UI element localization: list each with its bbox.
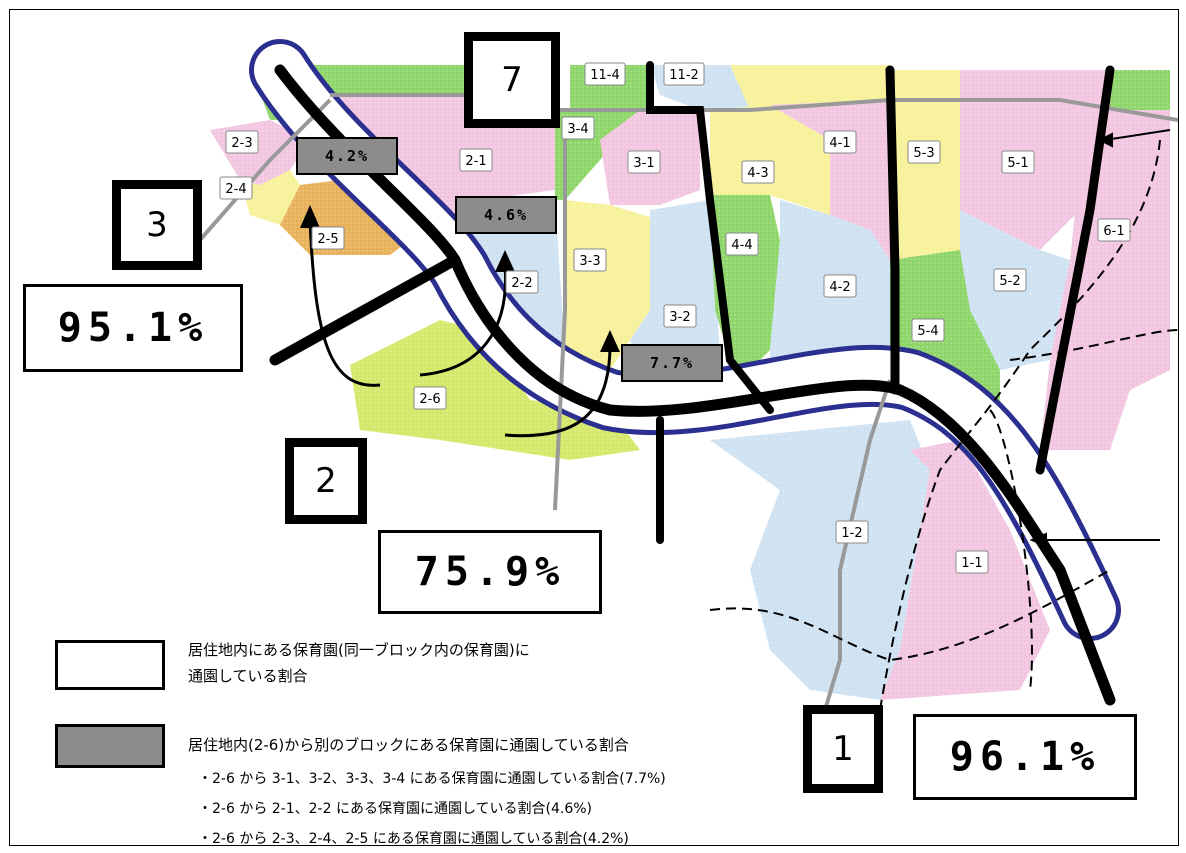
pct-7-7: 7.7% [621, 344, 723, 382]
flow-arrowheads [300, 205, 620, 352]
zone-label-5-4: 5-4 [911, 318, 945, 342]
zone-labels: 2-3 2-4 2-5 2-1 2-2 2-6 3-4 3-1 3-3 3-2 11-4 11-2 4-… [219, 62, 1131, 574]
zone-label-5-2: 5-2 [993, 268, 1027, 292]
legend-gray-text: 居住地内(2-6)から別のブロックにある保育園に通園している割合 [188, 736, 629, 754]
svg-text:3-2: 3-2 [669, 310, 690, 325]
svg-text:4-4: 4-4 [731, 238, 752, 253]
legend-white-text: 居住地内にある保育園(同一ブロック内の保育園)に 通園している割合 [188, 641, 530, 685]
zone-label-2-2: 2-2 [505, 270, 539, 294]
legend-white-swatch [55, 640, 165, 690]
zone-label-2-4: 2-4 [219, 176, 253, 200]
zone-label-4-1: 4-1 [823, 130, 857, 154]
block-boundaries [269, 61, 1116, 706]
zone-label-2-3: 2-3 [225, 130, 259, 154]
svg-text:6-1: 6-1 [1103, 224, 1124, 239]
block-7-label: 7 [464, 32, 560, 128]
zone-label-11-2: 11-2 [663, 62, 705, 86]
block-2-label: 2 [285, 438, 367, 524]
zone-label-2-5: 2-5 [311, 226, 345, 250]
zone-label-5-3: 5-3 [907, 140, 941, 164]
svg-text:5-3: 5-3 [913, 146, 934, 161]
svg-text:5-1: 5-1 [1007, 156, 1028, 171]
zone-label-2-6: 2-6 [413, 386, 447, 410]
arrow-to-2-5 [308, 219, 381, 387]
svg-text:3-1: 3-1 [633, 156, 654, 171]
svg-text:1-2: 1-2 [841, 526, 862, 541]
svg-text:1-1: 1-1 [961, 556, 982, 571]
legend-bullet-2: ・2-6 から 2-1、2-2 にある保育園に通園している割合(4.6%) [198, 801, 593, 817]
legend-bullet-3: ・2-6 から 2-3、2-4、2-5 にある保育園に通園している割合(4.2%… [198, 831, 629, 847]
svg-text:5-2: 5-2 [999, 274, 1020, 289]
arrow-to-2-2 [419, 264, 508, 377]
flow-arrows [308, 219, 612, 438]
zone-label-6-1: 6-1 [1097, 218, 1131, 242]
pct-75-9: 75.9% [378, 530, 602, 614]
svg-text:11-2: 11-2 [669, 68, 699, 83]
zone-label-1-2: 1-2 [835, 520, 869, 544]
svg-text:2-1: 2-1 [465, 154, 486, 169]
dashed-lines [709, 139, 1178, 711]
svg-text:5-4: 5-4 [917, 324, 938, 339]
zone-label-4-2: 4-2 [823, 274, 857, 298]
svg-text:3-4: 3-4 [567, 122, 588, 137]
zone-label-3-4: 3-4 [561, 116, 595, 140]
svg-text:2-2: 2-2 [511, 276, 532, 291]
svg-text:3-3: 3-3 [579, 254, 600, 269]
pct-96-1: 96.1% [913, 714, 1137, 800]
pct-95-1: 95.1% [23, 284, 243, 372]
svg-text:4-1: 4-1 [829, 136, 850, 151]
legend-bullet-1: ・2-6 から 3-1、3-2、3-3、3-4 にある保育園に通園している割合(… [198, 771, 666, 787]
arrow-to-3-2 [504, 344, 612, 438]
svg-text:2-5: 2-5 [317, 232, 338, 247]
svg-text:4-2: 4-2 [829, 280, 850, 295]
svg-text:2-4: 2-4 [225, 182, 246, 197]
ref-arrows [1029, 129, 1171, 548]
svg-text:2-6: 2-6 [419, 392, 440, 407]
zone-label-5-1: 5-1 [1001, 150, 1035, 174]
svg-text:11-4: 11-4 [590, 68, 620, 83]
zone-label-3-2: 3-2 [663, 304, 697, 328]
zone-label-1-1: 1-1 [955, 550, 989, 574]
zone-label-3-1: 3-1 [627, 150, 661, 174]
zone-label-11-4: 11-4 [584, 62, 626, 86]
pct-4-2: 4.2% [296, 137, 398, 175]
pct-4-6: 4.6% [455, 196, 557, 234]
zone-label-3-3: 3-3 [573, 248, 607, 272]
block-3-label: 3 [112, 180, 202, 270]
zone-label-2-1: 2-1 [459, 148, 493, 172]
zone-label-4-4: 4-4 [725, 232, 759, 256]
svg-text:4-3: 4-3 [747, 166, 768, 181]
zone-label-4-3: 4-3 [741, 160, 775, 184]
legend-gray-swatch [55, 724, 165, 768]
svg-text:2-3: 2-3 [231, 136, 252, 151]
block-1-label: 1 [803, 705, 883, 793]
